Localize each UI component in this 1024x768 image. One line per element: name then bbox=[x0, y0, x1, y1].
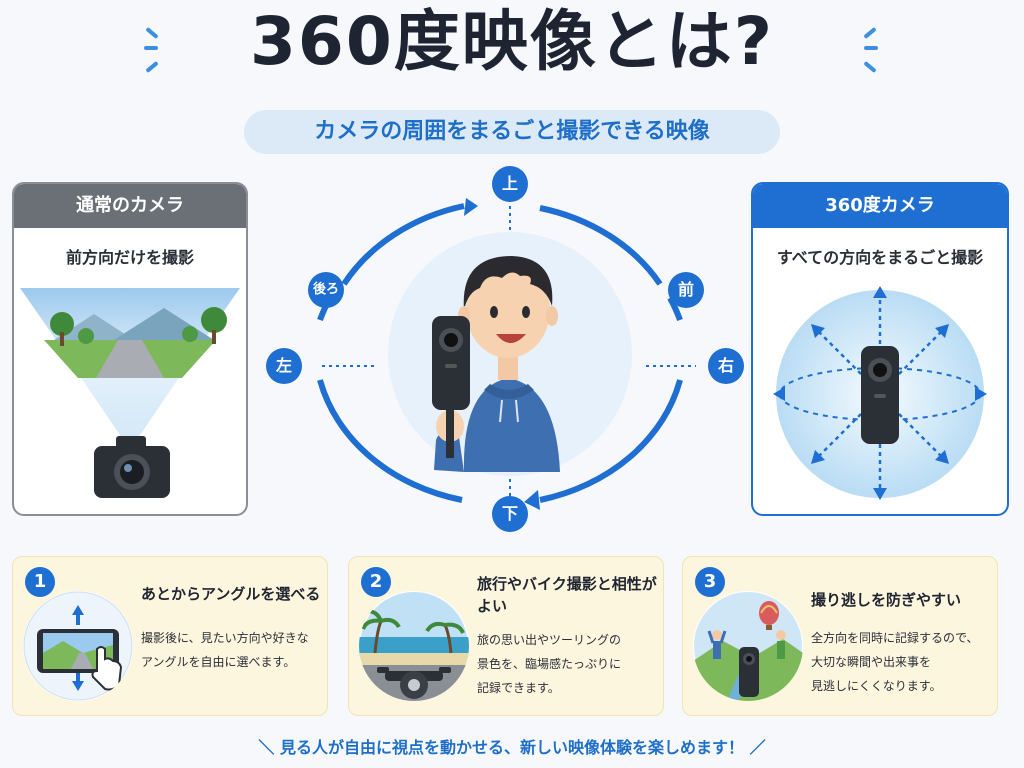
feature-1-thumbnail bbox=[23, 591, 133, 701]
camera360-heading: 360度カメラ bbox=[753, 184, 1007, 228]
direction-diagram: 上 下 前 後ろ 左 右 bbox=[250, 160, 750, 536]
direction-ring bbox=[317, 198, 696, 510]
feature-1-desc-line1: 撮影後に、見たい方向や好きな bbox=[141, 631, 309, 645]
camera-360-icon bbox=[432, 316, 470, 410]
sphere-illustration bbox=[773, 286, 987, 500]
feature-2-title: 旅行やバイク撮影と相性がよい bbox=[477, 575, 657, 615]
feature-2-thumbnail bbox=[359, 591, 469, 701]
feature-3-number: 3 bbox=[695, 567, 725, 597]
direction-back-label: 後ろ bbox=[308, 272, 344, 308]
feature-2-desc-line2: 景色を、臨場感たっぷりに bbox=[477, 657, 622, 671]
normal-camera-caption: 前方向だけを撮影 bbox=[65, 248, 194, 267]
feature-3-title: 撮り逃しを防ぎやすい bbox=[811, 591, 962, 609]
feature-3-thumbnail bbox=[693, 591, 803, 701]
direction-left-label: 左 bbox=[266, 348, 302, 384]
footer-message: ＼ 見る人が自由に視点を動かせる、新しい映像体験を楽しめます！ ／ bbox=[258, 738, 766, 757]
camera-icon bbox=[94, 436, 170, 498]
direction-right-label: 右 bbox=[708, 348, 744, 384]
camera360-caption: すべての方向をまるごと撮影 bbox=[776, 248, 984, 267]
normal-camera-heading: 通常のカメラ bbox=[14, 184, 246, 228]
page-subtitle: カメラの周囲をまるごと撮影できる映像 bbox=[244, 110, 780, 154]
feature-1-number: 1 bbox=[25, 567, 55, 597]
normal-camera-panel: 通常のカメラ 前方向だけを撮影 bbox=[12, 182, 248, 516]
feature-3-desc-line2: 大切な瞬間や出来事を bbox=[811, 655, 932, 669]
front-view-illustration bbox=[20, 288, 240, 498]
feature-3-desc-line3: 見逃しにくくなります。 bbox=[811, 679, 942, 693]
feature-card-2: 2 旅行やバイク撮影と相性がよい 旅の思い出やツーリングの 景色を、臨場感たっぷ… bbox=[348, 556, 664, 716]
camera-360-icon bbox=[739, 647, 759, 697]
feature-1-desc-line2: アングルを自由に選べます。 bbox=[141, 655, 296, 669]
camera360-panel: 360度カメラ すべての方向をまるごと撮影 bbox=[751, 182, 1009, 516]
feature-2-number: 2 bbox=[361, 567, 391, 597]
hand-pointer-icon bbox=[91, 646, 123, 691]
direction-up-label: 上 bbox=[492, 166, 528, 202]
feature-2-desc-line3: 記録できます。 bbox=[477, 681, 560, 695]
person-illustration bbox=[434, 256, 560, 472]
camera-360-icon bbox=[861, 346, 899, 444]
feature-3-desc-line1: 全方向を同時に記録するので、 bbox=[811, 631, 979, 645]
motorbike-icon bbox=[377, 667, 451, 699]
page-title: 360度映像とは? bbox=[249, 3, 775, 80]
direction-front-label: 前 bbox=[668, 272, 704, 308]
direction-down-label: 下 bbox=[492, 496, 528, 532]
balloon-icon bbox=[759, 601, 779, 630]
feature-card-1: 1 あとからアングルを選べる 撮影後に、見たい方向や好きな アングルを自由に選べ… bbox=[12, 556, 328, 716]
feature-card-3: 3 撮り逃しを防ぎやすい 全方向を同時に記録するので、 大切な瞬間や出来事を 見… bbox=[682, 556, 998, 716]
feature-2-desc-line1: 旅の思い出やツーリングの bbox=[477, 633, 622, 647]
feature-1-title: あとからアングルを選べる bbox=[141, 585, 321, 603]
